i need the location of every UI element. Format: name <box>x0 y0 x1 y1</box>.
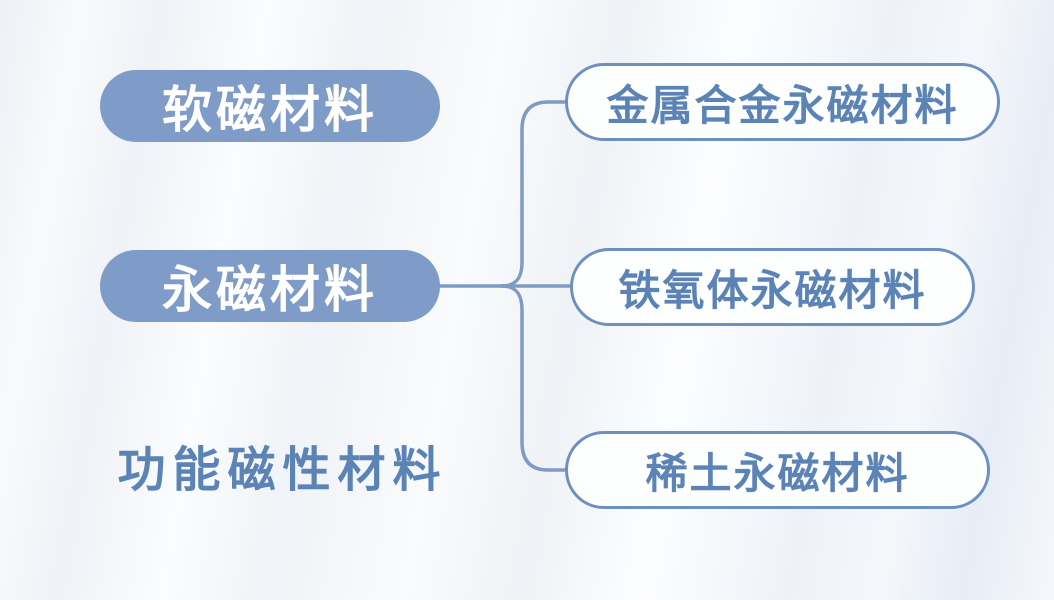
node-label: 功能磁性材料 <box>117 444 448 497</box>
node-rare-earth-permanent-magnet: 稀土永磁材料 <box>565 431 990 509</box>
node-permanent-magnetic-materials: 永磁材料 <box>100 250 440 322</box>
connector-branch-top <box>500 100 569 288</box>
node-metal-alloy-permanent-magnet: 金属合金永磁材料 <box>565 63 1000 141</box>
node-label: 稀土永磁材料 <box>645 449 910 497</box>
node-label: 金属合金永磁材料 <box>606 81 959 129</box>
connector-branch-bottom <box>500 284 569 472</box>
node-label: 永磁材料 <box>162 262 378 318</box>
node-label: 软磁材料 <box>162 82 378 138</box>
node-soft-magnetic-materials: 软磁材料 <box>100 70 440 142</box>
node-label: 铁氧体永磁材料 <box>618 266 927 314</box>
node-ferrite-permanent-magnet: 铁氧体永磁材料 <box>570 248 975 326</box>
node-functional-magnetic-materials: 功能磁性材料 <box>100 436 465 497</box>
